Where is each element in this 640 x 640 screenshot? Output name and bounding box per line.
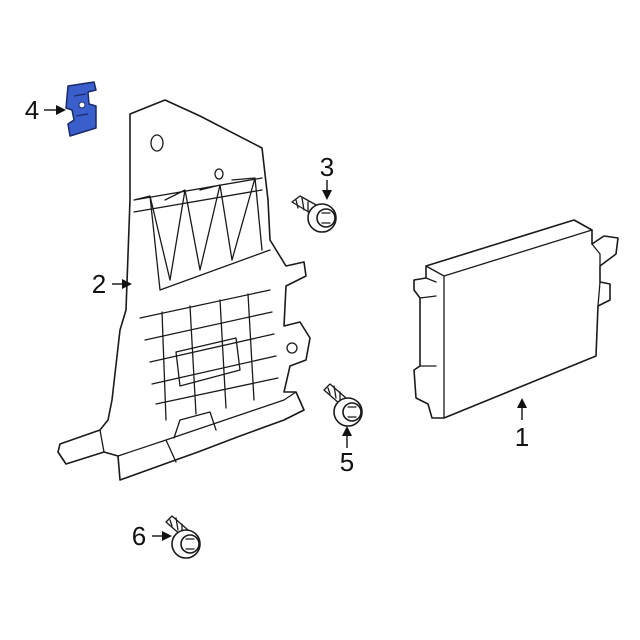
callout-5: 5 bbox=[340, 447, 354, 477]
part-4-clip[interactable] bbox=[65, 81, 97, 137]
part-6-screw[interactable] bbox=[165, 515, 201, 559]
callout-1: 1 bbox=[515, 422, 529, 452]
leader-6 bbox=[152, 531, 172, 541]
part-3-screw[interactable] bbox=[291, 195, 337, 233]
callout-6: 6 bbox=[132, 521, 146, 551]
part-2-bracket[interactable] bbox=[57, 99, 311, 481]
leader-5 bbox=[342, 426, 352, 448]
bracket-hole-small bbox=[214, 168, 224, 180]
callout-2: 2 bbox=[92, 269, 106, 299]
bracket-hole-side bbox=[286, 342, 298, 354]
leader-4 bbox=[44, 105, 66, 115]
leader-1 bbox=[517, 398, 527, 420]
part-1-module[interactable] bbox=[413, 219, 619, 419]
part-5-screw[interactable] bbox=[323, 383, 363, 427]
callout-3: 3 bbox=[320, 152, 334, 182]
leader-3 bbox=[322, 180, 332, 200]
bracket-hole-top bbox=[150, 134, 164, 152]
leader-2 bbox=[112, 279, 132, 289]
callout-4: 4 bbox=[25, 95, 39, 125]
